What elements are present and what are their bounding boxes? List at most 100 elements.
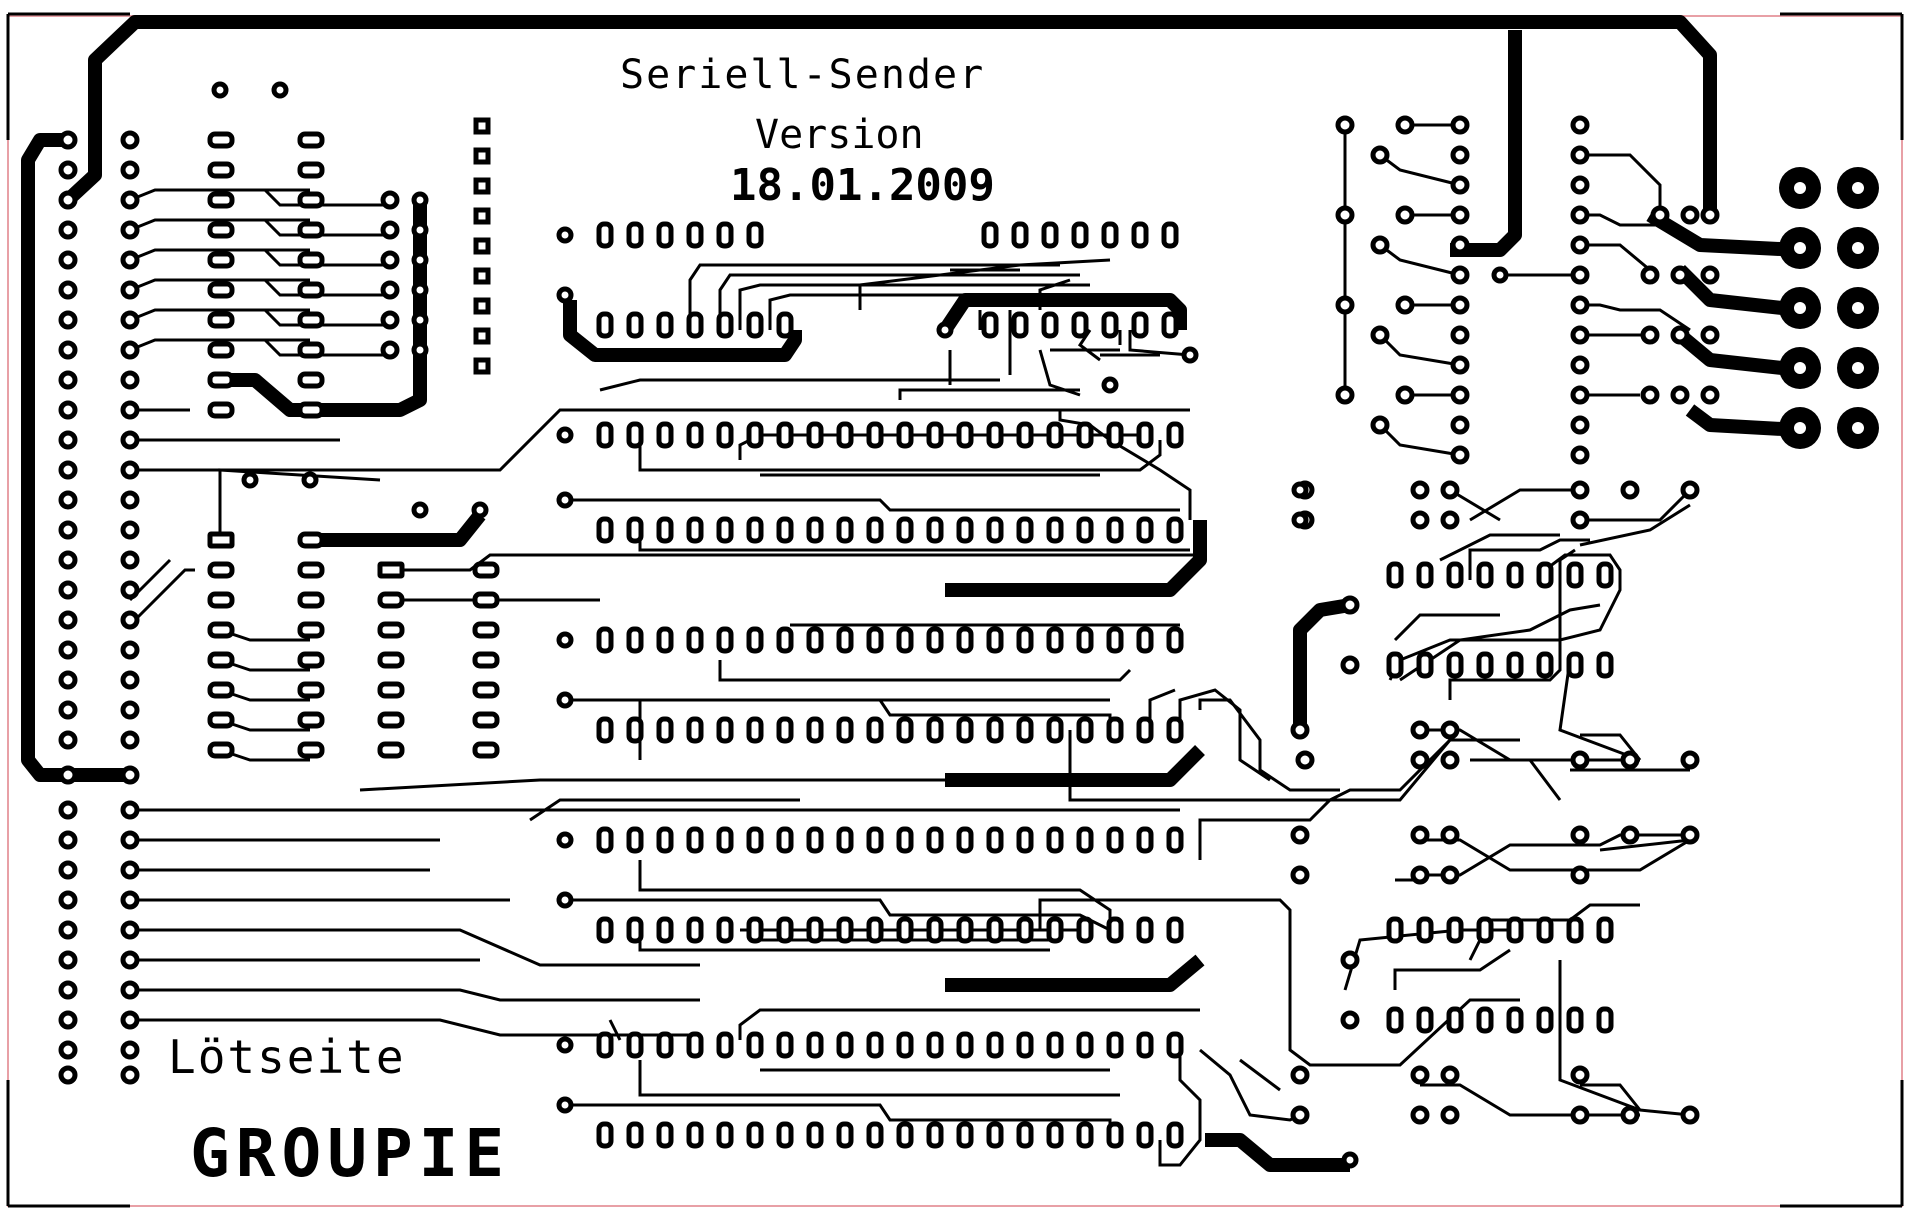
ic-pad <box>776 421 794 449</box>
ic-pad <box>626 516 644 544</box>
ic-pad <box>626 826 644 854</box>
ic-pad <box>1106 916 1124 944</box>
ic-pad <box>656 311 674 339</box>
ic-pad <box>806 716 824 744</box>
ic-pad <box>1536 916 1554 944</box>
ic-pad <box>836 421 854 449</box>
ic-pad <box>716 516 734 544</box>
ic-pad <box>836 716 854 744</box>
ic-pad <box>1046 516 1064 544</box>
ic-pad <box>626 1121 644 1149</box>
ic-pad <box>806 1121 824 1149</box>
ic-pad <box>1446 916 1464 944</box>
ic-pad <box>1166 1031 1184 1059</box>
ic-pad <box>836 916 854 944</box>
ic-pad <box>686 1121 704 1149</box>
ic-pad <box>926 421 944 449</box>
ic-pad <box>1076 716 1094 744</box>
ic-pad <box>1386 651 1404 679</box>
ic-pad <box>746 1121 764 1149</box>
ic-pad <box>806 916 824 944</box>
ic-pad <box>776 826 794 854</box>
ic-pad <box>1506 561 1524 589</box>
ic-pad <box>866 916 884 944</box>
ic-pad <box>1016 1031 1034 1059</box>
ic-pad <box>1446 651 1464 679</box>
ic-pad <box>896 421 914 449</box>
ic-pad <box>626 916 644 944</box>
ic-pad <box>1416 651 1434 679</box>
ic-pad <box>866 1121 884 1149</box>
ic-pad <box>1016 826 1034 854</box>
ic-pad <box>1016 626 1034 654</box>
ic-pad <box>1041 311 1059 339</box>
ic-pad <box>981 311 999 339</box>
ic-pad <box>656 421 674 449</box>
ic-pad <box>836 1031 854 1059</box>
ic-pad <box>596 221 614 249</box>
ic-pad <box>656 221 674 249</box>
ic-pad <box>716 716 734 744</box>
ic-pad <box>1046 421 1064 449</box>
ic-pad <box>836 626 854 654</box>
ic-pad <box>866 516 884 544</box>
ic-pad <box>896 516 914 544</box>
ic-pad <box>686 311 704 339</box>
terminal-pads-right <box>1779 167 1879 449</box>
dip-ic-rows <box>596 221 1614 1149</box>
ic-pad <box>746 421 764 449</box>
ic-pad <box>596 1121 614 1149</box>
ic-pad <box>596 626 614 654</box>
ic-pad <box>656 826 674 854</box>
ic-pad <box>1076 916 1094 944</box>
ic-pad <box>986 916 1004 944</box>
ic-pad <box>926 1031 944 1059</box>
ic-pad <box>956 1031 974 1059</box>
ic-pad <box>866 716 884 744</box>
ic-pad <box>1076 1121 1094 1149</box>
ic-pad <box>1566 916 1584 944</box>
ic-pad <box>1566 561 1584 589</box>
ic-pad <box>1106 1121 1124 1149</box>
ic-pad <box>806 1031 824 1059</box>
ic-pad <box>956 1121 974 1149</box>
ic-pad <box>926 516 944 544</box>
power-traces <box>21 15 1801 1172</box>
ic-pad <box>1046 916 1064 944</box>
ic-pad <box>656 1031 674 1059</box>
ic-pad <box>956 421 974 449</box>
ic-pad <box>1106 1031 1124 1059</box>
ic-pad <box>1596 561 1614 589</box>
ic-pad <box>956 826 974 854</box>
ic-pad <box>986 421 1004 449</box>
ic-pad <box>1136 516 1154 544</box>
ic-pad <box>1046 626 1064 654</box>
ic-pad <box>686 516 704 544</box>
version-label: Version <box>755 112 924 158</box>
ic-pad <box>656 626 674 654</box>
ic-pad <box>1596 651 1614 679</box>
project-name: GROUPIE <box>190 1115 511 1192</box>
corner-marks <box>6 12 1904 1208</box>
ic-pad <box>746 1031 764 1059</box>
ic-pad <box>1506 651 1524 679</box>
ic-pad <box>986 626 1004 654</box>
ic-pad <box>596 716 614 744</box>
ic-pad <box>686 916 704 944</box>
ic-pad <box>776 516 794 544</box>
ic-pad <box>836 1121 854 1149</box>
ic-pad <box>1536 561 1554 589</box>
ic-pad <box>986 516 1004 544</box>
ic-pad <box>716 1031 734 1059</box>
ic-pad <box>926 916 944 944</box>
ic-pad <box>626 421 644 449</box>
ic-pad <box>1566 651 1584 679</box>
ic-pad <box>776 626 794 654</box>
ic-pad <box>746 716 764 744</box>
ic-pad <box>1476 1006 1494 1034</box>
ic-pad <box>1446 1006 1464 1034</box>
ic-pad <box>1136 1031 1154 1059</box>
board-side-label: Lötseite <box>168 1030 406 1084</box>
ic-pad <box>596 916 614 944</box>
